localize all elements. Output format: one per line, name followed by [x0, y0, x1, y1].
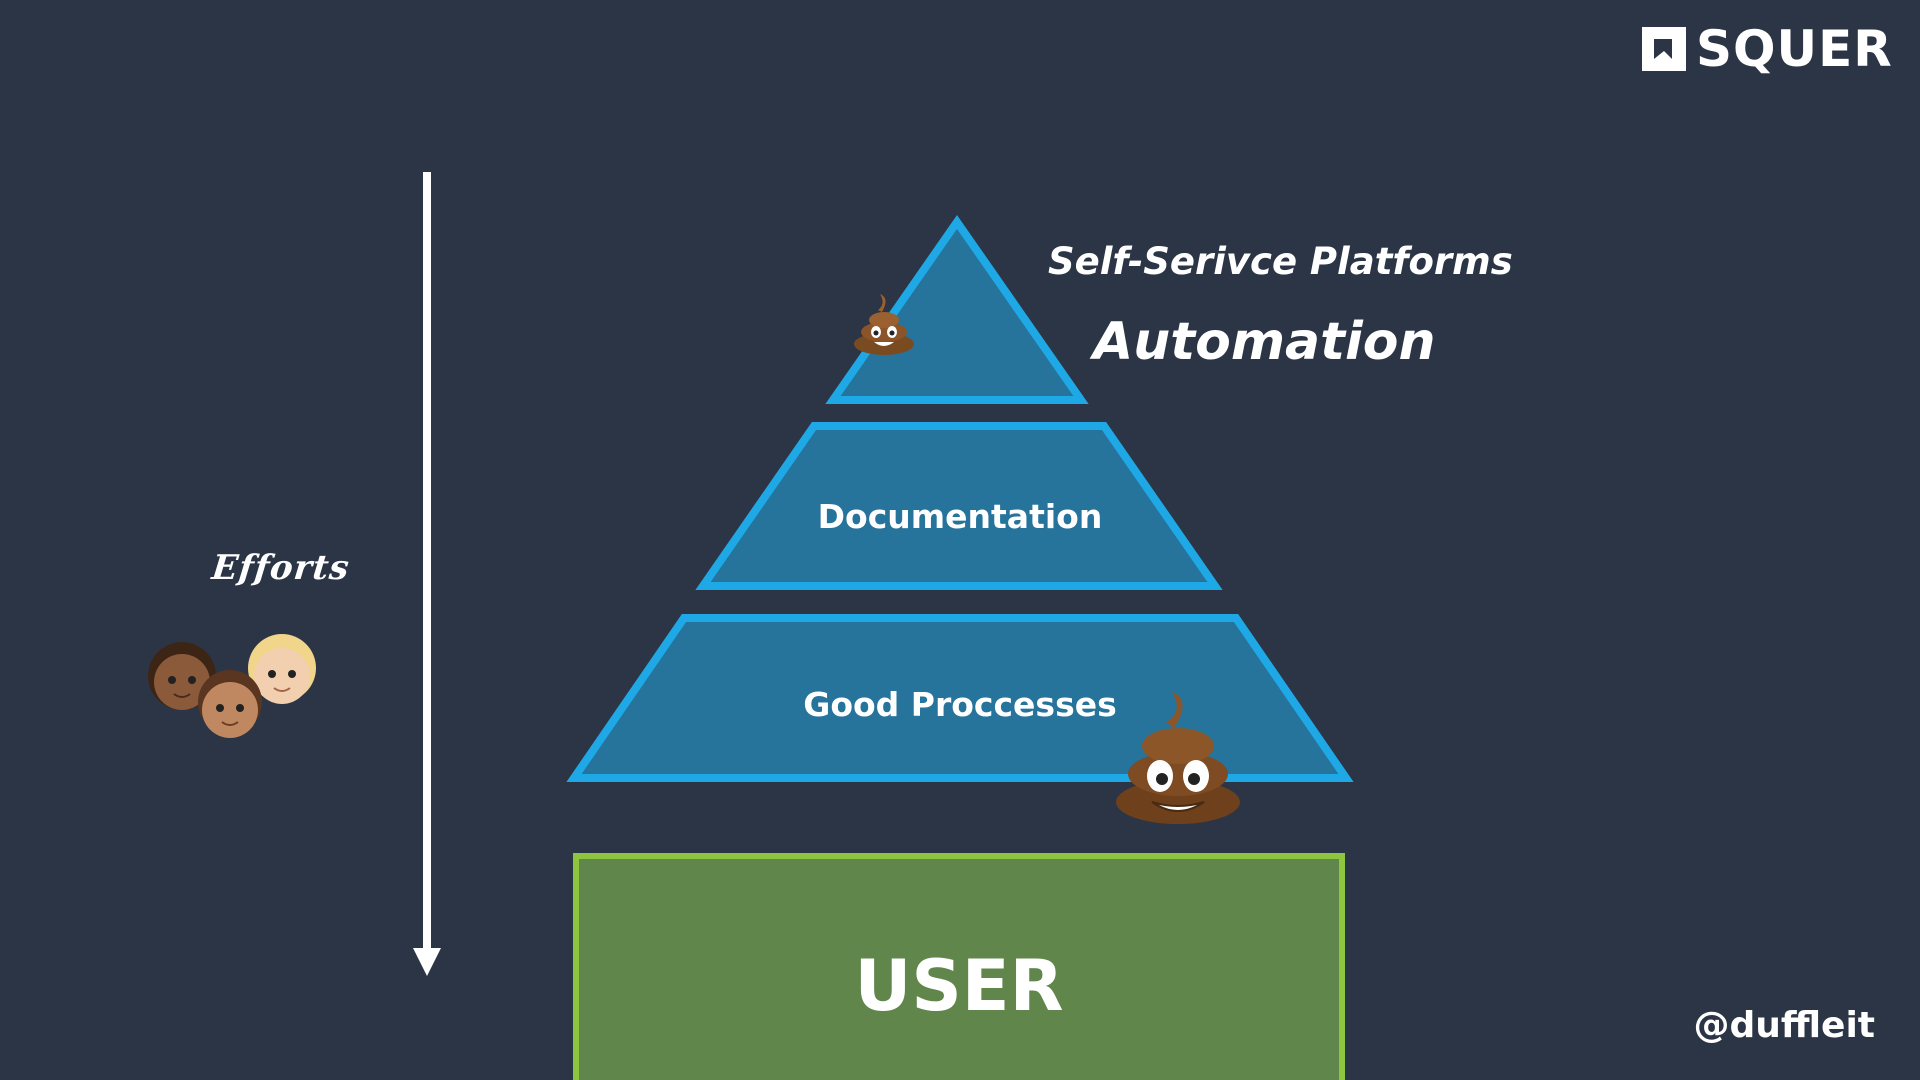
squer-logo: SQUER	[1642, 24, 1893, 74]
efforts-arrow	[413, 172, 441, 976]
efforts-label: Efforts	[209, 548, 352, 588]
large-poop-icon	[1116, 692, 1240, 824]
documentation-label: Documentation	[817, 497, 1103, 536]
author-handle: @duffleit	[1693, 1005, 1875, 1046]
user-foundation-box: USER	[573, 853, 1345, 1080]
people-emoji-icon	[148, 634, 316, 738]
pyramid-middle-tier	[695, 422, 1223, 590]
squer-logo-mark-icon	[1642, 27, 1686, 71]
small-poop-icon	[854, 294, 914, 355]
self-service-platforms-label: Self-Serivce Platforms	[1048, 240, 1513, 283]
logo-text: SQUER	[1696, 20, 1893, 78]
good-processes-label: Good Proccesses	[803, 685, 1117, 724]
user-label: USER	[854, 945, 1064, 1027]
automation-label: Automation	[1093, 312, 1436, 372]
pyramid-top-tier	[825, 215, 1089, 404]
